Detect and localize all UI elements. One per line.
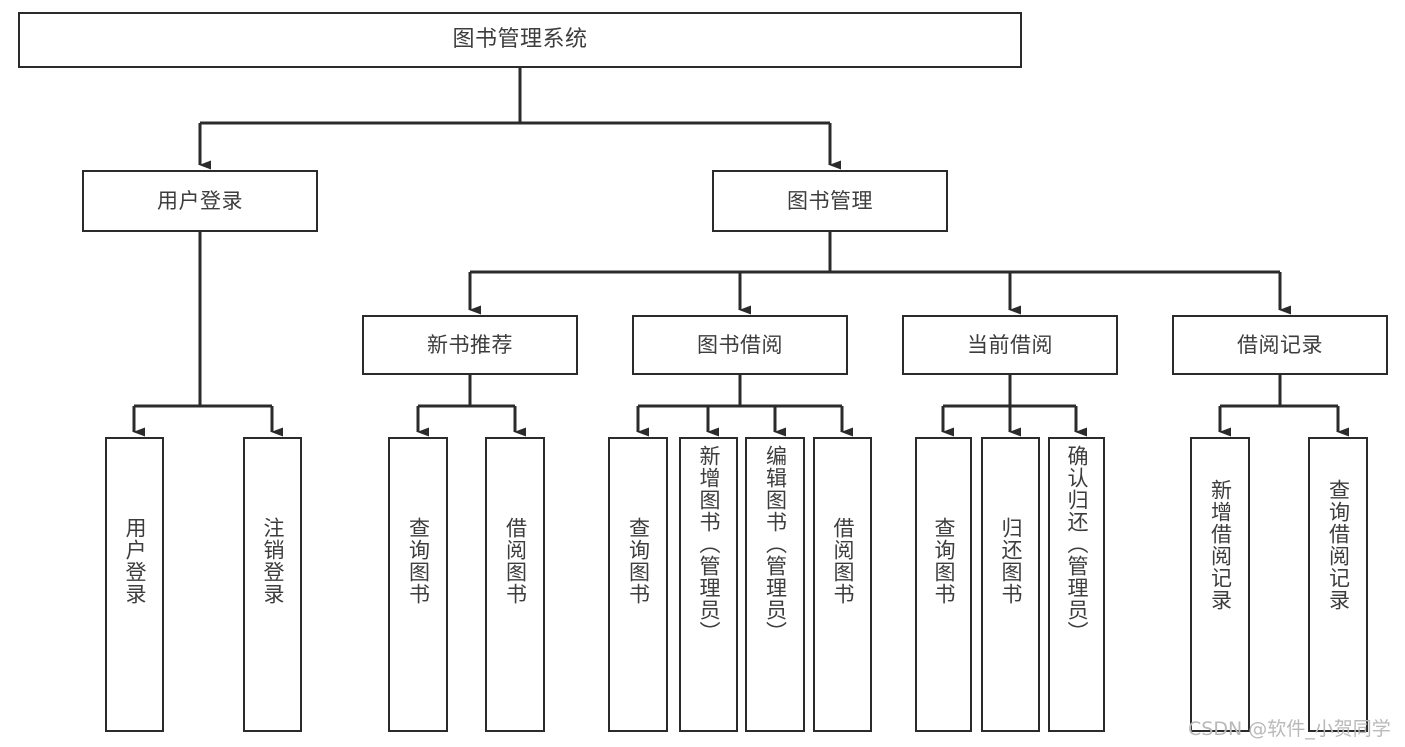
node-leaf-user-login[interactable]: 用户登录 (105, 437, 164, 732)
node-label: 查询图书 (932, 517, 956, 605)
node-label: 借阅图书 (503, 517, 528, 605)
node-label: 归还图书 (999, 517, 1023, 605)
node-label: 用户登录 (157, 188, 243, 213)
node-new-book-recommend[interactable]: 新书推荐 (362, 315, 578, 375)
node-leaf-edit-book-admin[interactable]: 编辑图书（管理员） (745, 437, 805, 732)
node-label: 新增借阅记录 (1208, 479, 1233, 611)
node-current-borrow[interactable]: 当前借阅 (902, 315, 1118, 375)
node-label: 编辑图书（管理员） (763, 445, 788, 643)
node-leaf-query-book-2[interactable]: 查询图书 (608, 437, 668, 732)
node-leaf-borrow-book-2[interactable]: 借阅图书 (813, 437, 872, 732)
node-label: 借阅记录 (1237, 332, 1323, 357)
node-borrow-record[interactable]: 借阅记录 (1172, 315, 1388, 375)
node-label: 查询图书 (626, 517, 651, 605)
node-label: 查询借阅记录 (1326, 479, 1351, 611)
node-label: 当前借阅 (967, 332, 1053, 357)
node-leaf-add-book-admin[interactable]: 新增图书（管理员） (679, 437, 738, 732)
node-leaf-query-book-3[interactable]: 查询图书 (915, 437, 972, 732)
node-book-borrow[interactable]: 图书借阅 (632, 315, 848, 375)
node-book-manage[interactable]: 图书管理 (712, 170, 948, 232)
node-label: 确认归还（管理员） (1065, 445, 1089, 643)
node-label: 新增图书（管理员） (697, 445, 721, 643)
node-leaf-logout-login[interactable]: 注销登录 (243, 437, 302, 732)
node-leaf-add-borrow-record[interactable]: 新增借阅记录 (1190, 437, 1250, 732)
node-label: 图书借阅 (697, 332, 783, 357)
node-label: 注销登录 (261, 517, 285, 605)
node-root[interactable]: 图书管理系统 (18, 12, 1022, 68)
node-label: 新书推荐 (427, 332, 513, 357)
node-label: 用户登录 (123, 517, 147, 605)
node-user-login[interactable]: 用户登录 (82, 170, 318, 232)
node-label: 图书管理系统 (452, 27, 588, 53)
node-label: 查询图书 (406, 517, 431, 605)
node-leaf-query-book-1[interactable]: 查询图书 (388, 437, 448, 732)
node-leaf-borrow-book-1[interactable]: 借阅图书 (485, 437, 545, 732)
node-leaf-return-book[interactable]: 归还图书 (981, 437, 1040, 732)
node-leaf-confirm-return-admin[interactable]: 确认归还（管理员） (1048, 437, 1105, 732)
node-leaf-query-borrow-record[interactable]: 查询借阅记录 (1308, 437, 1368, 732)
node-label: 借阅图书 (831, 517, 855, 605)
csdn-watermark: CSDN @软件_小贺同学 (1188, 718, 1391, 740)
node-label: 图书管理 (787, 188, 873, 213)
